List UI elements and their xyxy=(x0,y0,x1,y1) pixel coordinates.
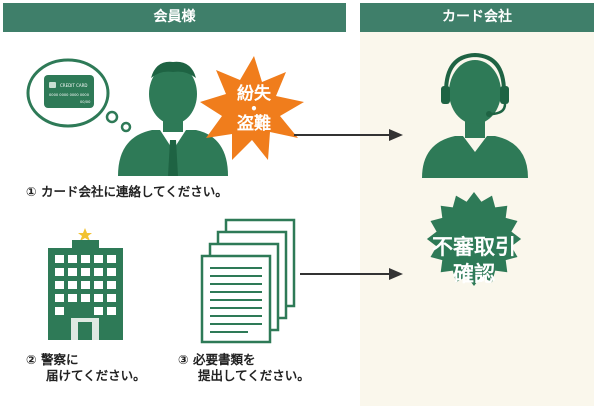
confirmation-text: 確認 xyxy=(453,262,495,286)
operator-headset-icon xyxy=(422,52,528,178)
verification-label: 不審取引 確認 xyxy=(404,234,544,288)
step-2-line-2: 届けてください。 xyxy=(46,368,146,383)
step-1-caption: ① カード会社に連絡してください。 xyxy=(26,184,228,200)
separator-dot: • xyxy=(250,102,258,116)
step-3-marker: ③ xyxy=(178,352,189,367)
step-3-line-1: 必要書類を xyxy=(192,352,256,367)
submit-arrow xyxy=(300,268,403,280)
step-1-marker: ① xyxy=(26,184,37,199)
card-company-header: カード会社 xyxy=(360,3,594,32)
member-person-icon xyxy=(118,61,228,176)
lost-text: 紛失 xyxy=(237,84,271,104)
credit-card-icon: CREDIT CARD 0000 0000 0000 0000 00/00 xyxy=(44,75,94,108)
lost-stolen-label: 紛失 • 盗難 xyxy=(222,84,286,134)
card-number-text: 0000 0000 0000 0000 xyxy=(49,93,90,97)
step-3-caption: ③ 必要書類を 提出してください。 xyxy=(178,352,310,384)
step-2-line-1: 警察に xyxy=(40,352,79,367)
card-brand-text: CREDIT CARD xyxy=(60,83,87,88)
report-arrow xyxy=(294,129,403,141)
verification-seal xyxy=(426,192,522,286)
stolen-text: 盗難 xyxy=(237,114,271,134)
step-3-line-2: 提出してください。 xyxy=(198,368,310,383)
lost-stolen-burst xyxy=(200,56,304,160)
documents-stack-icon xyxy=(200,218,296,344)
card-expiry-text: 00/00 xyxy=(80,100,91,104)
police-building-icon xyxy=(48,228,123,340)
suspicious-transaction-text: 不審取引 xyxy=(432,235,516,259)
step-2-marker: ② xyxy=(26,352,37,367)
member-header: 会員様 xyxy=(3,3,346,32)
step-1-text: カード会社に連絡してください。 xyxy=(40,184,228,199)
step-2-caption: ② 警察に 届けてください。 xyxy=(26,352,146,384)
